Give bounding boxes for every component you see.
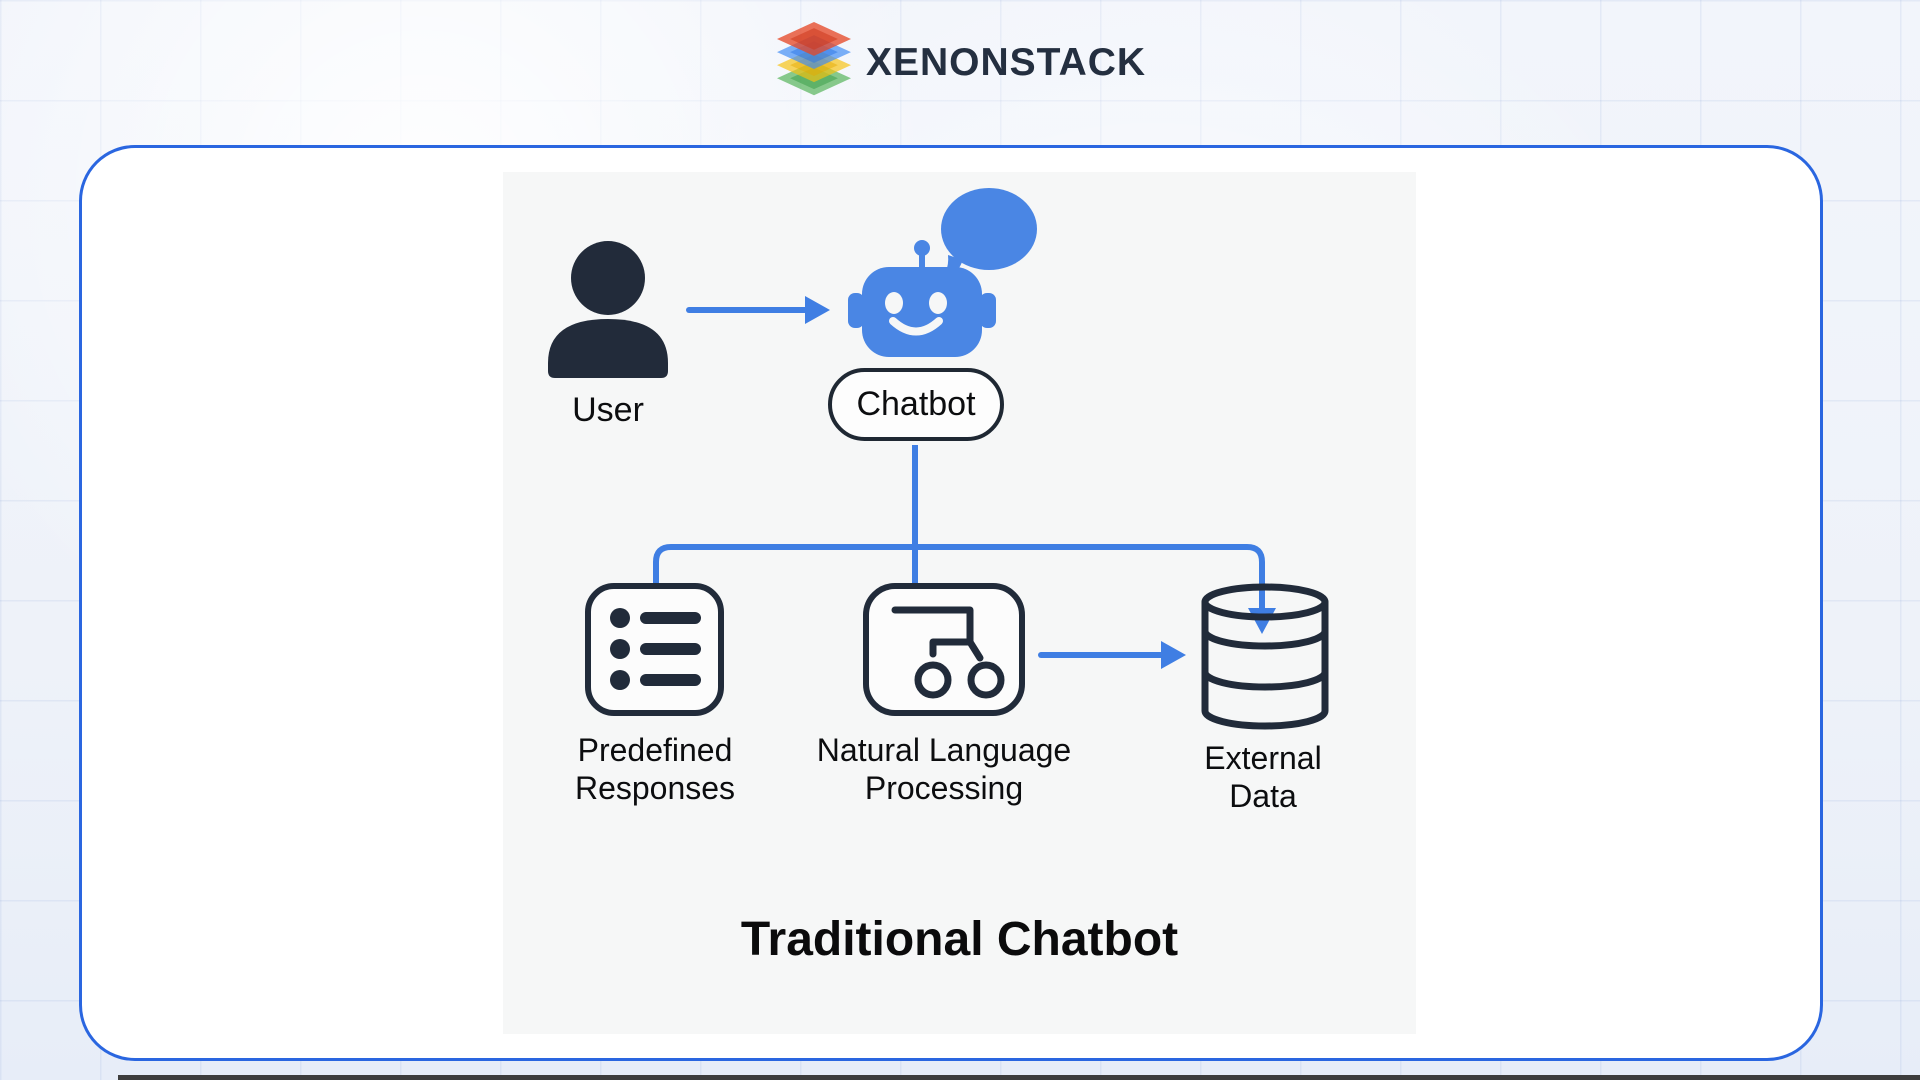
logo-layer-red [776,22,851,56]
robot-ear-left [848,293,864,328]
layered-stack-icon [776,22,851,96]
arrow-nlp-to-external [1038,641,1186,669]
split-horizontal-line [653,544,1265,612]
robot-ear-right [980,293,996,328]
robot-icon [848,188,1037,357]
chatbot-pill: Chatbot [828,368,1004,441]
split-arrowhead-right [1248,608,1276,634]
person-icon [548,241,668,378]
brand-header: XENONSTACK [0,22,1920,96]
robot-antenna-tip [914,240,930,256]
chatbot-label: Chatbot [856,385,976,423]
predefined-responses-label: Predefined Responses [574,732,736,806]
diagram-art [548,188,1329,730]
robot-eye-right [929,292,947,314]
arrow-user-to-chatbot [686,296,830,324]
nlp-label: Natural Language Processing [816,732,1072,806]
robot-antenna [919,252,925,270]
bulleted-list-icon [610,608,701,690]
diagram-title: Traditional Chatbot [740,913,1179,966]
flow-tree-icon [891,606,1005,699]
brand-name: XENONSTACK [865,40,1147,84]
user-label: User [572,391,644,429]
robot-head [848,240,996,357]
bottom-edge-bar [118,1075,1920,1080]
diagram-panel: User Chatbot Predefined Responses Natura… [503,172,1416,1034]
external-data-label: External Data [1204,740,1322,814]
robot-smile [889,317,943,336]
person-head [571,241,645,315]
database-icon [1201,583,1329,730]
robot-eye-left [885,292,903,314]
person-body [548,319,668,378]
nlp-box [863,583,1025,716]
predefined-responses-box [585,583,724,716]
